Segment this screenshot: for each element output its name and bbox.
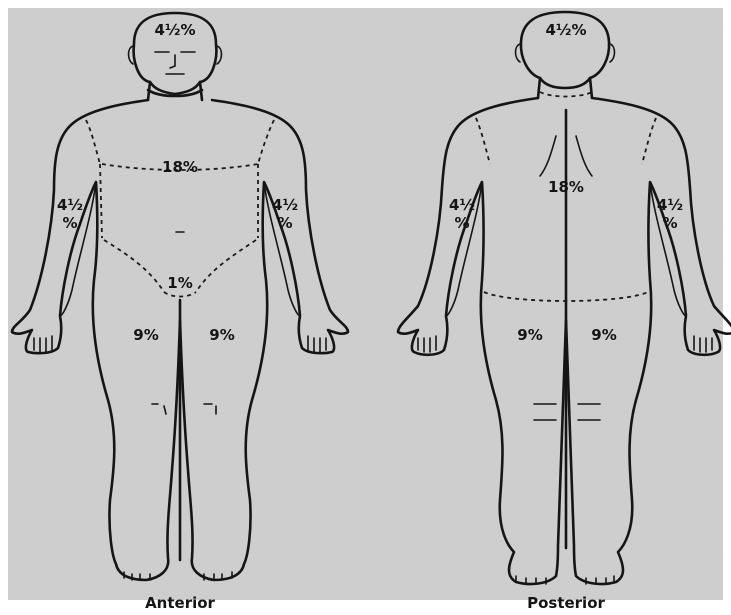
posterior-trunk-label: 18% <box>548 178 584 196</box>
anterior-left-leg-label: 9% <box>133 326 158 344</box>
anterior-left-arm-label-bottom: % <box>62 214 77 232</box>
anterior-head-label: 4½% <box>155 21 196 39</box>
posterior-caption: Posterior <box>527 594 605 612</box>
paper-grain <box>8 8 723 600</box>
anterior-right-arm-label-bottom: % <box>277 214 292 232</box>
anterior-genital-label: 1% <box>167 274 192 292</box>
anterior-right-leg-label: 9% <box>209 326 234 344</box>
posterior-right-arm-label-top: 4½ <box>657 196 683 214</box>
posterior-left-arm-label-top: 4½ <box>449 196 475 214</box>
anterior-left-arm-label-top: 4½ <box>57 196 83 214</box>
anterior-trunk-label: 18% <box>162 158 198 176</box>
posterior-head-label: 4½% <box>546 21 587 39</box>
anterior-right-arm-label-top: 4½ <box>272 196 298 214</box>
anterior-caption: Anterior <box>145 594 215 612</box>
posterior-left-leg-label: 9% <box>517 326 542 344</box>
posterior-right-leg-label: 9% <box>591 326 616 344</box>
posterior-right-arm-label-bottom: % <box>662 214 677 232</box>
posterior-left-arm-label-bottom: % <box>454 214 469 232</box>
